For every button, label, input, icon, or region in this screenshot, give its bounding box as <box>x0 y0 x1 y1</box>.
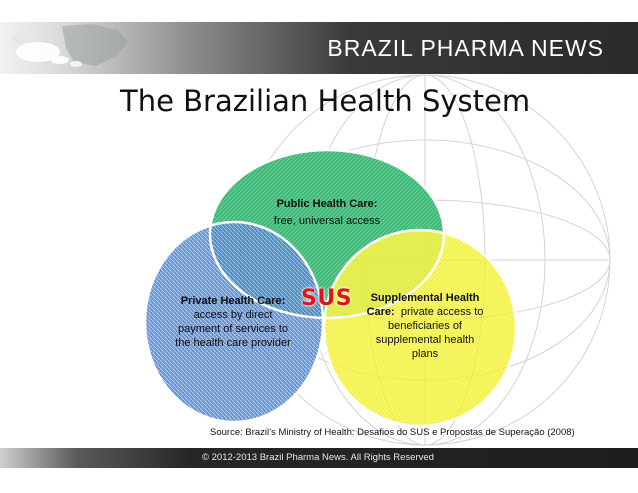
private-health-label: Private Health Care: access by direct pa… <box>158 294 308 350</box>
copyright-text: © 2012-2013 Brazil Pharma News. All Righ… <box>202 452 434 463</box>
pills-map-decoration <box>12 24 128 67</box>
private-health-circle <box>145 222 323 422</box>
supplemental-line-4: plans <box>411 348 439 360</box>
supplemental-health-circle <box>324 230 516 426</box>
public-health-heading: Public Health Care: <box>276 198 378 210</box>
private-health-line-1: access by direct <box>193 309 273 321</box>
header-banner: BRAZIL PHARMA NEWS <box>0 22 638 74</box>
sus-center-label: SUS <box>301 286 353 311</box>
public-health-text: free, universal access <box>273 215 381 227</box>
private-health-line-2: payment of services to <box>177 323 289 335</box>
private-health-line-3: the health care provider <box>175 337 291 349</box>
brand-name: BRAZIL PHARMA NEWS <box>327 35 604 61</box>
supplemental-line-2: beneficiaries of <box>388 320 462 332</box>
private-health-heading: Private Health Care: <box>180 295 286 307</box>
footer-bar: © 2012-2013 Brazil Pharma News. All Righ… <box>0 448 638 468</box>
public-health-label: Public Health Care: free, universal acce… <box>247 197 407 228</box>
supplemental-line-1: private access to <box>400 306 484 318</box>
supplemental-heading-line-2: Care: <box>366 306 395 318</box>
supplemental-line-3: supplemental health <box>375 334 475 346</box>
supplemental-heading-line-1: Supplemental Health <box>370 292 480 304</box>
slide-title: The Brazilian Health System <box>120 84 531 118</box>
supplemental-health-label: Supplemental Health Care: private access… <box>355 291 495 361</box>
source-citation: Source: Brazil’s Ministry of Health: Des… <box>210 427 575 438</box>
